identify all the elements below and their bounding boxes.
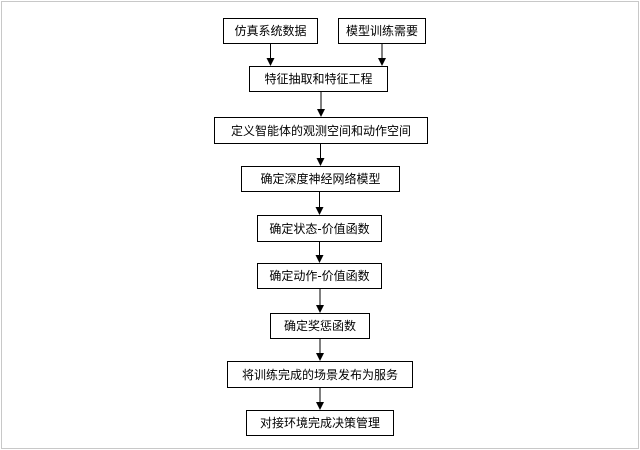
node-reward-function: 确定奖惩函数 xyxy=(270,313,370,339)
node-publish-service: 将训练完成的场景发布为服务 xyxy=(227,361,413,388)
node-label: 定义智能体的观测空间和动作空间 xyxy=(230,123,411,138)
node-action-value: 确定动作-价值函数 xyxy=(257,263,382,289)
node-dnn-model: 确定深度神经网络模型 xyxy=(241,166,400,192)
node-feature-engineering: 特征抽取和特征工程 xyxy=(249,66,388,92)
node-label: 仿真系统数据 xyxy=(234,24,307,38)
node-label: 将训练完成的场景发布为服务 xyxy=(241,367,398,382)
node-state-value: 确定状态-价值函数 xyxy=(257,215,382,242)
node-label: 确定奖惩函数 xyxy=(283,319,356,333)
node-label: 模型训练需要 xyxy=(345,24,418,38)
node-label: 确定深度神经网络模型 xyxy=(260,172,381,186)
node-label: 特征抽取和特征工程 xyxy=(264,72,373,86)
node-training-needs: 模型训练需要 xyxy=(338,18,426,44)
node-simulation-data: 仿真系统数据 xyxy=(223,18,318,44)
node-label: 确定状态-价值函数 xyxy=(269,221,370,236)
node-decision-management: 对接环境完成决策管理 xyxy=(246,410,394,436)
node-define-spaces: 定义智能体的观测空间和动作空间 xyxy=(214,117,428,144)
node-label: 对接环境完成决策管理 xyxy=(259,416,380,430)
node-label: 确定动作-价值函数 xyxy=(269,269,370,283)
